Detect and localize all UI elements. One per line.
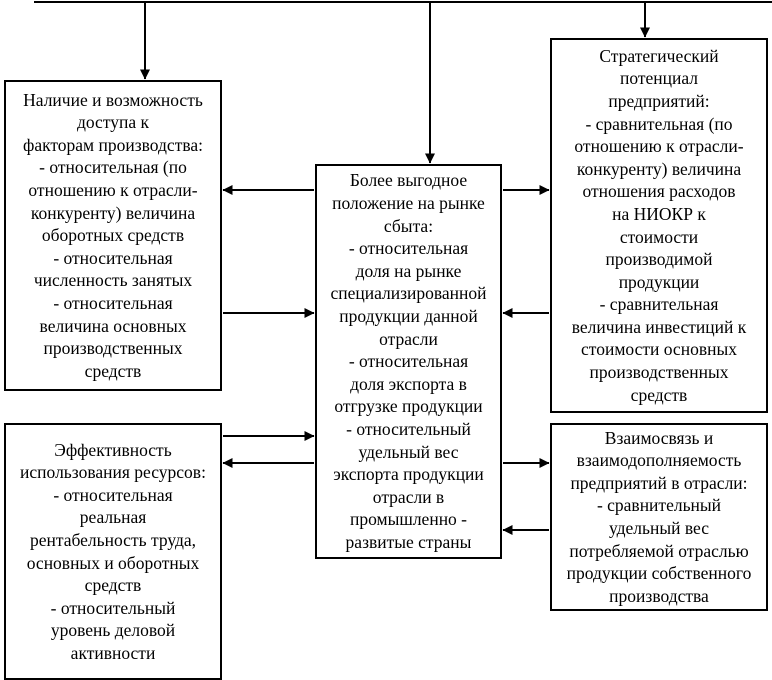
box-line: - относительный [346,418,471,439]
box-line: рентабельность труда, [29,529,197,550]
box-line: конкуренту) величина [30,202,196,223]
box-line: удельный вес [358,441,459,462]
box-line: производства [609,585,709,606]
box-line: отрасли [379,328,438,349]
box-line: факторам производства: [22,134,204,155]
box-line: развитые страны [345,531,472,552]
box-strategic-potential: Стратегический потенциал предприятий: - … [550,38,768,413]
box-market-position: Более выгодное положение на рынке сбыта:… [315,164,502,559]
box-line: - относительная [348,238,469,259]
box-line: отгрузке продукции [334,396,483,417]
box-line: - относительный [50,597,176,618]
box-line: - относительная [53,484,173,505]
box-line: стоимости основных [581,339,737,360]
box-line: - относительная [348,351,469,372]
box-line: производственных [589,362,729,383]
box-line: величина инвестиций к [571,316,747,337]
box-line: конкуренту) величина [576,158,742,179]
box-line: экспорта продукции [333,464,484,485]
box-resource-efficiency: Эффективность использования ресурсов: - … [4,423,222,680]
box-line: производимой [605,249,713,270]
box-line: предприятий: [608,90,710,111]
box-line: средств [84,575,142,596]
box-line: потенциал [619,68,699,89]
box-line: Наличие и возможность [23,89,203,110]
box-line: оборотных средств [41,225,185,246]
box-line: продукции данной [339,306,478,327]
box-line: отношения расходов [582,181,736,202]
box-line: Стратегический [599,45,719,66]
box-line: на НИОКР к [612,203,706,224]
box-line: - относительная (по [39,157,187,178]
box-enterprise-interconnection: Взаимосвязь и взаимодополняемость предпр… [550,423,768,611]
box-line: - сравнительная [599,294,719,315]
box-line: численность занятых [33,270,193,291]
box-line: основных и оборотных [26,552,200,573]
box-line: продукции [618,271,700,292]
box-line: продукции собственного [566,563,752,584]
box-line: сбыта: [383,215,434,236]
box-line: взаимодополняемость [576,450,742,471]
box-line: доля экспорта в [350,373,467,394]
box-line: производственных [43,338,183,359]
box-line: доступа к [76,112,150,133]
box-line: Эффективность [54,439,172,460]
box-line: - относительная [53,247,173,268]
box-line: - сравнительная (по [585,113,733,134]
box-line: положение на рынке [332,193,485,214]
box-line: реальная [79,507,147,528]
box-line: потребляемой отраслью [569,540,749,561]
box-line: величина основных [39,315,187,336]
box-line: промышленно - [349,509,468,530]
box-line: активности [70,642,156,663]
box-line: использования ресурсов: [20,462,206,483]
box-line: средств [84,360,142,381]
box-line: стоимости [619,226,699,247]
box-line: - относительная [53,292,173,313]
box-line: отношению к отрасли- [28,180,198,201]
box-factors-of-production: Наличие и возможность доступа к факторам… [4,80,222,391]
box-line: специализированной [330,283,487,304]
box-line: отрасли в [372,486,445,507]
box-line: предприятий в отрасли: [570,472,748,493]
box-line: уровень деловой [50,620,176,641]
box-line: средств [630,384,688,405]
box-line: Взаимосвязь и [604,427,714,448]
box-line: - сравнительный [596,495,722,516]
box-line: отношению к отрасли- [574,136,744,157]
box-line: доля на рынке [355,260,462,281]
box-line: удельный вес [608,518,710,538]
box-line: Более выгодное [349,170,468,191]
